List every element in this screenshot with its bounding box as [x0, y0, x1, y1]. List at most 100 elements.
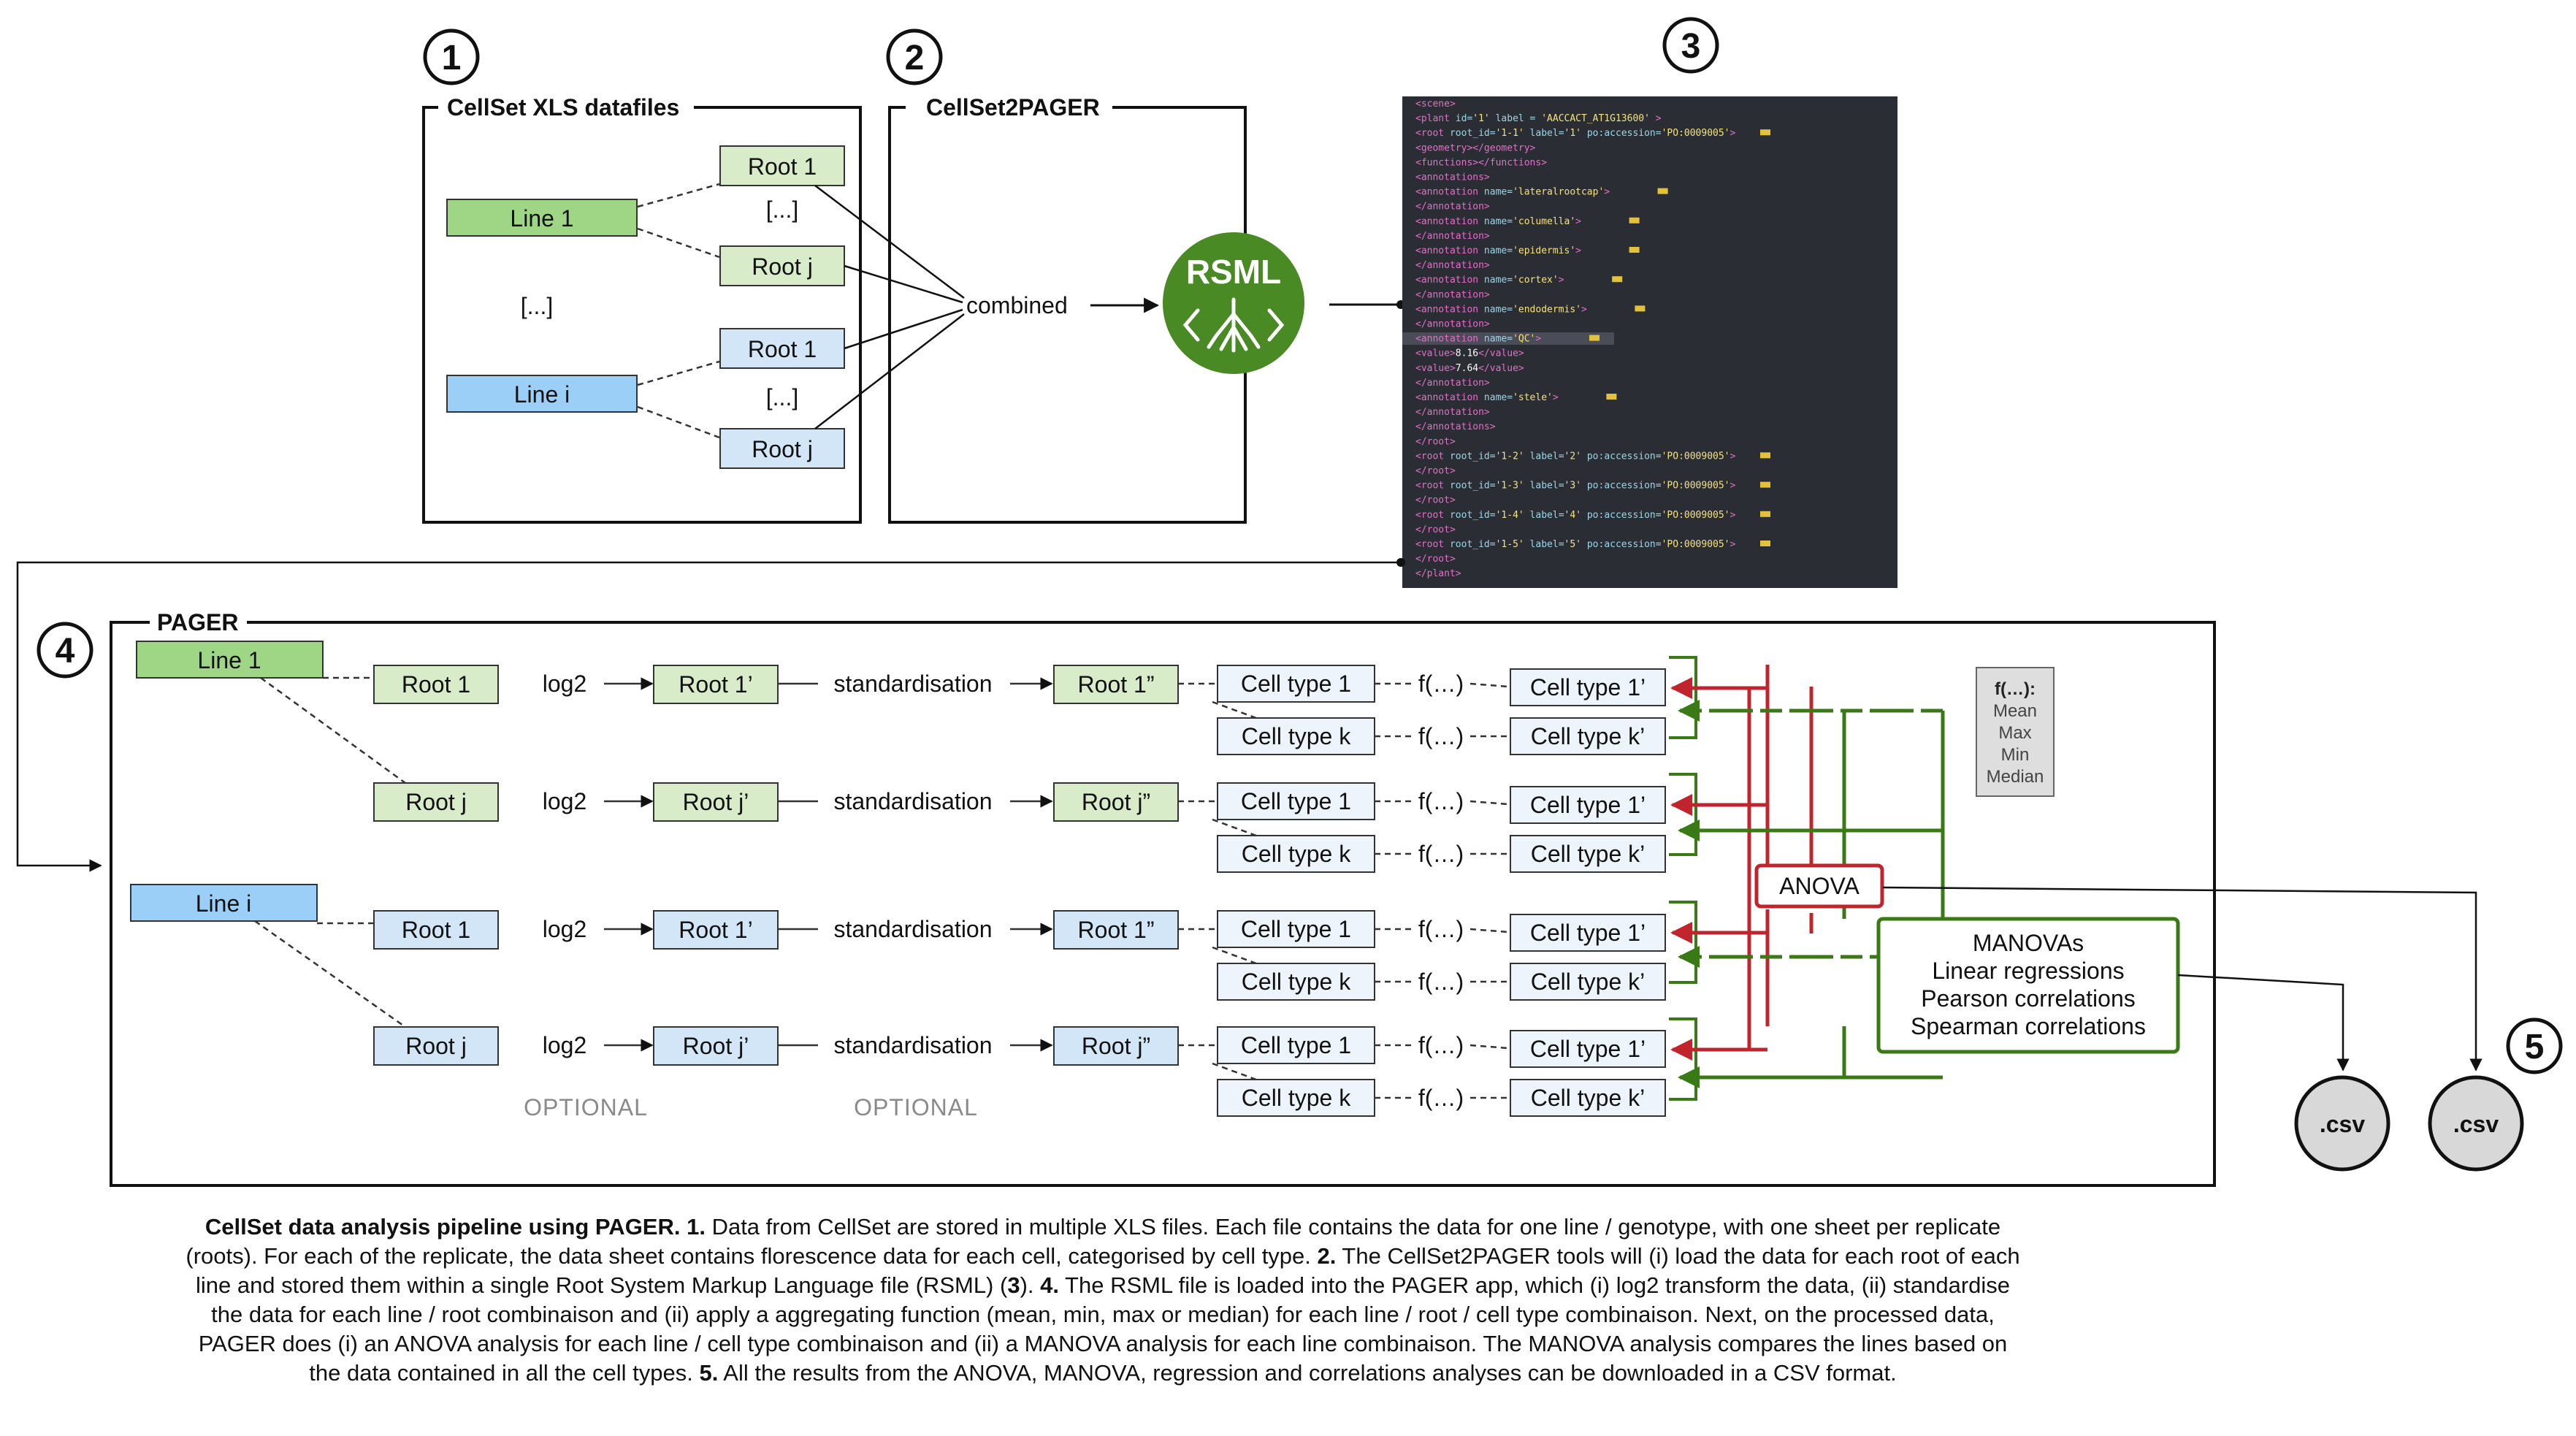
code-fold-marker [1629, 247, 1640, 253]
panel-cellset-xls: CellSet XLS datafiles Line 1 Line i [...… [422, 94, 862, 524]
code-line: <annotations> [1415, 172, 1490, 183]
code-fold-marker [1606, 394, 1617, 400]
anova-label: ANOVA [1779, 873, 1860, 899]
p1-lines-ellipsis: [...] [521, 293, 553, 319]
code-line: <value>7.64</value> [1415, 363, 1524, 374]
pager-celltype1-li-rj-box [1217, 1026, 1375, 1064]
code-fold-marker [1760, 541, 1770, 546]
pager-f-ctk-li-r1: f(…) [1418, 969, 1464, 995]
code-fold-marker [1760, 129, 1770, 136]
caption-segment: All the results from the ANOVA, MANOVA, … [718, 1360, 1897, 1386]
pager-celltypek-l1-r1-box [1217, 717, 1375, 755]
pager-rootp-l1-r1: Root 1’ [679, 671, 752, 698]
pager-celltypek-l1-rj: Cell type k [1242, 841, 1351, 867]
pager-rootpp-li-r1-box [1053, 910, 1179, 950]
rsml-logo: RSML [1163, 232, 1304, 374]
pager-root-li-rj: Root j [405, 1033, 467, 1059]
pager-root-li-rj-box [373, 1026, 499, 1066]
panel-cellset-xls-title: CellSet XLS datafiles [447, 94, 679, 121]
pager-celltype1p-li-rj-box [1510, 1030, 1666, 1068]
pager-standardisation-li-r1: standardisation [833, 916, 992, 942]
pager-rootp-li-r1: Root 1’ [679, 917, 752, 943]
csv-anova-label: .csv [2453, 1111, 2499, 1137]
rsml-code-panel: <scene> <plant id='1' label = 'AACCACT_A… [1402, 96, 1897, 588]
p1-line1-root-j: Root j [752, 253, 813, 280]
csv-manova-output[interactable]: .csv [2294, 1075, 2390, 1172]
pager-log2-l1-r1: log2 [543, 671, 587, 697]
pager-log2-li-r1: log2 [543, 916, 587, 942]
code-line: </annotation> [1415, 231, 1490, 242]
code-line: </root> [1415, 495, 1456, 506]
pager-rootpp-li-rj-box [1053, 1026, 1179, 1066]
pager-rootp-li-rj: Root j’ [683, 1033, 749, 1059]
code-fold-marker [1629, 217, 1640, 224]
pager-celltype1-l1-r1-box [1217, 665, 1375, 703]
code-line: <annotation name='QC'> [1415, 334, 1541, 345]
pager-f-ct1-li-r1: f(…) [1418, 916, 1464, 942]
p1-linei-root-1: Root 1 [748, 336, 817, 362]
pager-celltypekp-li-r1: Cell type k’ [1531, 969, 1646, 995]
pager-rootpp-l1-r1: Root 1” [1078, 671, 1155, 698]
manova-box [1876, 917, 2180, 1054]
step-3-badge: 3 [1662, 17, 1719, 74]
pager-line-label: Line i [196, 890, 252, 917]
combined-label: combined [966, 292, 1068, 318]
pager-celltype1p-li-r1: Cell type 1’ [1530, 920, 1646, 946]
pager-celltypekp-li-rj: Cell type k’ [1531, 1085, 1646, 1111]
code-fold-marker [1760, 452, 1770, 459]
f-legend-mean: Mean [1993, 701, 2037, 721]
f-legend: f(…): Mean Max Min Median [1976, 667, 2055, 797]
caption-bold-segment: 5. [699, 1360, 719, 1386]
code-fold-marker [1612, 276, 1623, 283]
manova-line: MANOVAs [1973, 930, 2084, 956]
caption-bold-segment: 2. [1317, 1243, 1337, 1269]
code-line: <value>8.16</value> [1415, 348, 1524, 359]
code-line: </plant> [1415, 568, 1461, 579]
p1-line-i: Line i [514, 381, 570, 408]
pager-celltype1-li-r1-box [1217, 910, 1375, 948]
code-line: <root root_id='1-5' label='5' po:accessi… [1415, 539, 1736, 550]
optional-standardisation: OPTIONAL [854, 1094, 978, 1120]
caption-bold-segment: 3 [1007, 1272, 1020, 1298]
caption-segment: ). [1020, 1272, 1041, 1298]
code-fold-marker [1657, 188, 1668, 194]
p1-linei-roots-ellipsis: [...] [766, 384, 798, 410]
manova-line: Spearman correlations [1911, 1013, 2146, 1039]
code-line: </root> [1415, 466, 1456, 477]
pager-f-ct1-li-rj: f(…) [1418, 1032, 1464, 1058]
pager-celltype1p-l1-r1-box [1510, 668, 1666, 706]
p1-line-1: Line 1 [510, 205, 573, 232]
pager-celltypek-l1-rj-box [1217, 835, 1375, 873]
pager-rootp-li-rj-box [653, 1026, 779, 1066]
pager-celltypekp-l1-rj: Cell type k’ [1531, 841, 1646, 867]
code-line: </root> [1415, 554, 1456, 565]
pager-celltypek-li-rj-box [1217, 1079, 1375, 1117]
code-line: <annotation name='endodermis'> [1415, 304, 1587, 315]
code-line: <root root_id='1-2' label='2' po:accessi… [1415, 451, 1736, 462]
figure-caption: CellSet data analysis pipeline using PAG… [183, 1212, 2023, 1388]
pager-rootp-li-r1-box [653, 910, 779, 950]
pager-celltypekp-li-rj-box [1510, 1079, 1666, 1117]
code-line: <root root_id='1-3' label='3' po:accessi… [1415, 481, 1736, 492]
pager-celltype1p-li-rj: Cell type 1’ [1530, 1036, 1646, 1062]
code-line: <annotation name='stele'> [1415, 392, 1559, 403]
pager-root-li-r1: Root 1 [402, 917, 470, 943]
pager-root-l1-r1: Root 1 [402, 671, 470, 698]
code-line: <root root_id='1-4' label='4' po:accessi… [1415, 510, 1736, 521]
code-fold-marker [1760, 481, 1770, 488]
code-line: <functions></functions> [1415, 157, 1547, 168]
step-5-label: 5 [2525, 1028, 2545, 1066]
rsml-code-lines: <scene> <plant id='1' label = 'AACCACT_A… [1415, 99, 1770, 579]
code-line: </annotation> [1415, 407, 1490, 418]
code-line: </annotation> [1415, 319, 1490, 330]
code-fold-marker [1635, 305, 1646, 312]
code-line: <geometry></geometry> [1415, 142, 1536, 153]
code-line: <annotation name='cortex'> [1415, 275, 1564, 286]
pager-celltypekp-l1-r1: Cell type k’ [1531, 723, 1646, 749]
manova-line: Pearson correlations [1921, 985, 2135, 1012]
step-4-label: 4 [56, 632, 75, 671]
code-line: </annotation> [1415, 202, 1490, 213]
pager-f-ct1-l1-rj: f(…) [1418, 788, 1464, 814]
step-1-badge: 1 [423, 28, 480, 85]
csv-anova-output[interactable]: .csv [2428, 1075, 2524, 1172]
